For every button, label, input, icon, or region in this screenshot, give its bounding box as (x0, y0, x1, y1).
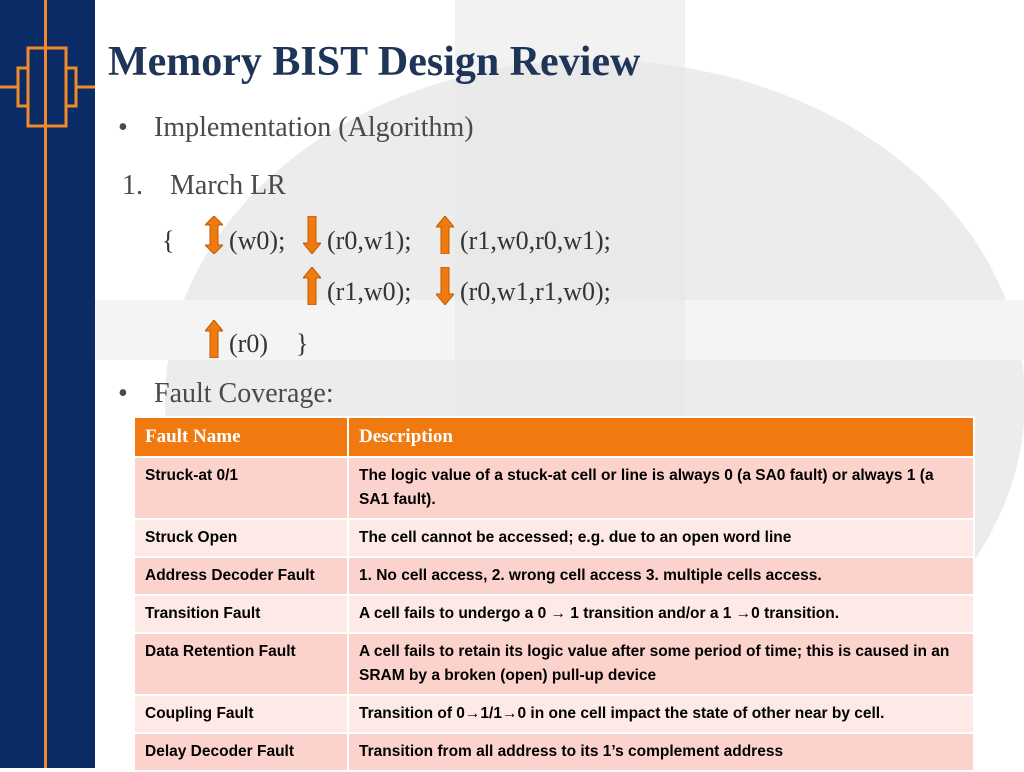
fault-name-cell: Address Decoder Fault (133, 556, 349, 596)
description-cell: The logic value of a stuck-at cell or li… (347, 456, 975, 520)
march-element-3: (r1,w0,r0,w1); (460, 226, 611, 255)
up-arrow-icon (303, 267, 321, 305)
description-cell: A cell fails to undergo a 0 → 1 transiti… (347, 594, 975, 634)
description-cell: The cell cannot be accessed; e.g. due to… (347, 518, 975, 558)
table-row: Coupling Fault Transition of 0→1/1→0 in … (133, 694, 975, 734)
bullet-dot: • (118, 378, 128, 409)
fault-name-cell: Struck Open (133, 518, 349, 558)
down-arrow-icon (303, 216, 321, 254)
sidebar-band (0, 0, 95, 768)
up-arrow-icon (436, 216, 454, 254)
fault-name-cell: Data Retention Fault (133, 632, 349, 696)
description-cell: Transition of 0→1/1→0 in one cell impact… (347, 694, 975, 734)
table-header-row: Fault Name Description (133, 416, 975, 458)
bullet-text: Fault Coverage: (154, 378, 334, 409)
table-row: Transition Fault A cell fails to undergo… (133, 594, 975, 634)
algorithm-item: 1. March LR (122, 170, 286, 202)
march-element-2: (r0,w1); (327, 226, 412, 255)
bullet-fault-coverage: • Fault Coverage: (118, 378, 334, 410)
table-row: Struck-at 0/1 The logic value of a stuck… (133, 456, 975, 520)
slide-title: Memory BIST Design Review (108, 39, 641, 85)
march-element-1: (w0); (229, 226, 286, 255)
fault-name-cell: Coupling Fault (133, 694, 349, 734)
description-cell: A cell fails to retain its logic value a… (347, 632, 975, 696)
fault-coverage-table: Fault Name Description Struck-at 0/1 The… (133, 416, 975, 772)
fault-name-cell: Transition Fault (133, 594, 349, 634)
description-cell: Transition from all address to its 1’s c… (347, 732, 975, 772)
table-row: Struck Open The cell cannot be accessed;… (133, 518, 975, 558)
close-brace: } (296, 329, 309, 358)
bullet-implementation: • Implementation (Algorithm) (118, 112, 474, 144)
column-header-description: Description (347, 416, 975, 458)
fault-name-cell: Delay Decoder Fault (133, 732, 349, 772)
open-brace: { (162, 226, 175, 255)
bullet-dot: • (118, 112, 128, 143)
description-cell: 1. No cell access, 2. wrong cell access … (347, 556, 975, 596)
sidebar-stripe (44, 0, 47, 768)
up-arrow-icon (205, 320, 223, 358)
bullet-text: Implementation (Algorithm) (154, 112, 474, 143)
up-down-arrow-icon (205, 216, 223, 254)
march-element-6: (r0) (229, 329, 268, 358)
table-row: Address Decoder Fault 1. No cell access,… (133, 556, 975, 596)
down-arrow-icon (436, 267, 454, 305)
circuit-logo-icon (0, 46, 95, 128)
item-number: 1. (122, 170, 143, 201)
table-row: Data Retention Fault A cell fails to ret… (133, 632, 975, 696)
march-element-5: (r0,w1,r1,w0); (460, 277, 611, 306)
march-element-4: (r1,w0); (327, 277, 412, 306)
fault-name-cell: Struck-at 0/1 (133, 456, 349, 520)
column-header-fault-name: Fault Name (133, 416, 349, 458)
item-text: March LR (170, 170, 286, 201)
table-row: Delay Decoder Fault Transition from all … (133, 732, 975, 772)
